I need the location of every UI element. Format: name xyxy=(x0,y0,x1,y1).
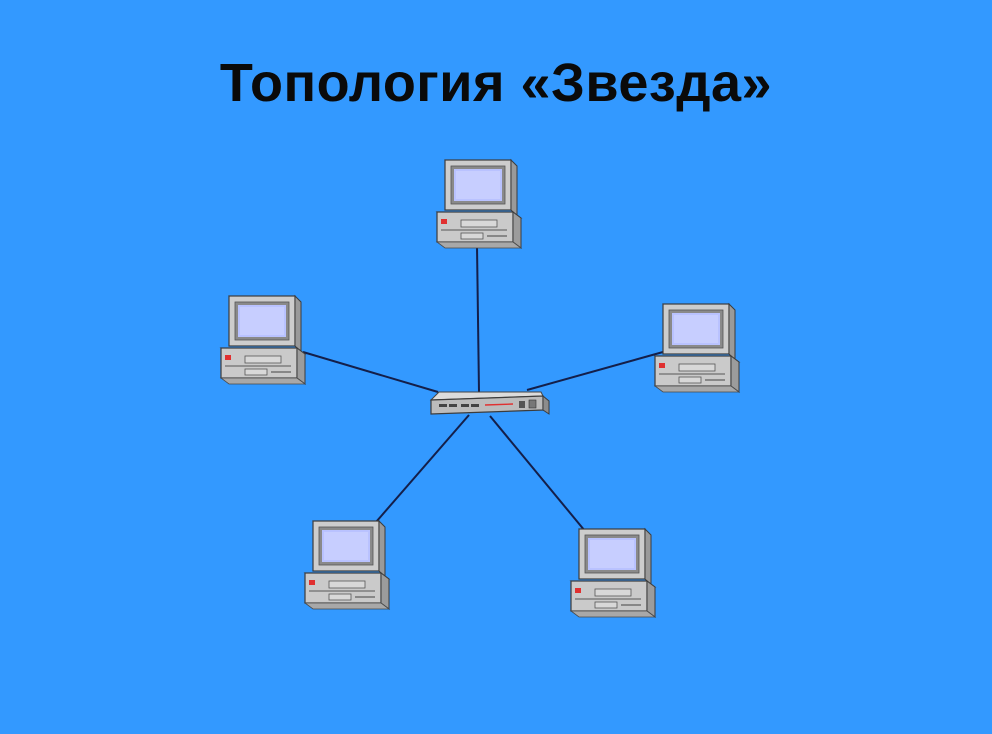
cable-pc-upper-right xyxy=(526,351,664,391)
cable-pc-top xyxy=(476,245,480,393)
nodes-layer xyxy=(220,159,740,618)
links-layer xyxy=(302,245,664,532)
cable-pc-lower-right xyxy=(489,415,586,532)
cable-pc-lower-left xyxy=(375,414,470,523)
computer-icon xyxy=(304,520,390,610)
computer-icon xyxy=(436,159,522,249)
slide-title: Топология «Звезда» xyxy=(219,53,773,113)
computer-icon xyxy=(220,295,306,385)
network-switch-icon xyxy=(430,391,550,415)
computer-icon xyxy=(570,528,656,618)
cable-pc-upper-left xyxy=(302,351,439,393)
computer-icon xyxy=(654,303,740,393)
